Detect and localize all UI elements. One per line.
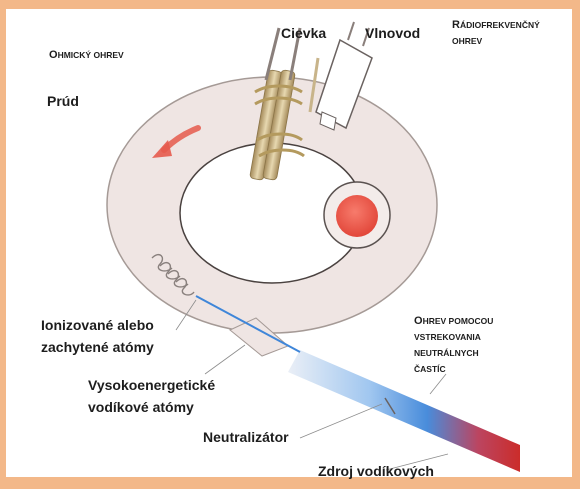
label-ionized-line1: Ionizované alebo — [41, 317, 154, 333]
label-source: Zdroj vodíkových — [318, 463, 434, 479]
label-coil: Cievka — [281, 25, 326, 41]
label-ionized-line2: zachytené atómy — [41, 339, 154, 355]
plasma-core — [336, 195, 378, 237]
label-highenergy-line1: Vysokoenergetické — [88, 377, 215, 393]
label-nbi-line3: NEUTRÁLNYCH — [414, 348, 479, 358]
label-highenergy-line2: vodíkové atómy — [88, 399, 194, 415]
label-neutralizer: Neutralizátor — [203, 429, 289, 445]
label-ohmic: OHMICKÝ OHREV — [49, 49, 124, 61]
label-current: Prúd — [47, 93, 79, 109]
label-rf-line2: OHREV — [452, 36, 483, 46]
label-waveguide: Vlnovod — [365, 25, 420, 41]
label-rf-line1: RÁDIOFREKVENČNÝ — [452, 19, 540, 31]
plasma-cross-section — [324, 182, 390, 248]
label-nbi-line4: ČASTÍC — [414, 363, 446, 374]
label-nbi-line2: VSTREKOVANIA — [414, 332, 481, 342]
label-nbi-line1: OHREV POMOCOU — [414, 315, 493, 327]
